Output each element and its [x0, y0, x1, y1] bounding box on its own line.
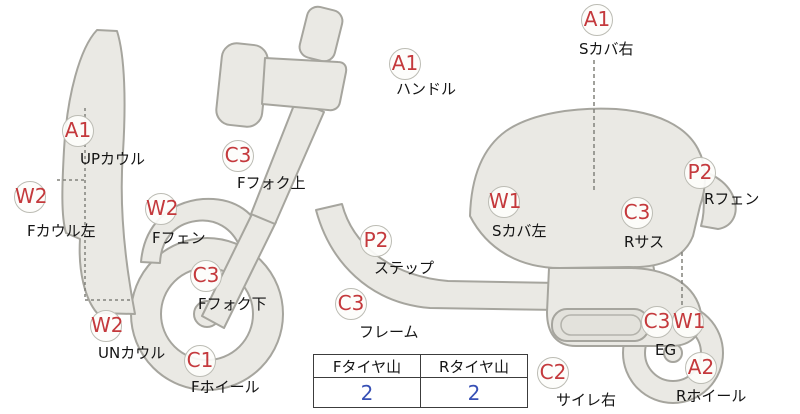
part-label-r-suspension: Rサス: [624, 233, 665, 251]
grade-badge-r-fender: P2: [684, 157, 716, 189]
part-label-under-cowl: UNカウル: [98, 344, 166, 362]
grade-badge-f-fork-upper: C3: [222, 140, 254, 172]
grade-badge-f-wheel: C1: [184, 345, 216, 377]
grade-badge-f-fork-lower: C3: [190, 260, 222, 292]
grade-badge-handlebar: A1: [389, 48, 421, 80]
part-label-r-wheel: Rホイール: [676, 387, 747, 405]
part-label-f-wheel: Fホイール: [191, 378, 260, 396]
grade-badge-engine-w1: W1: [672, 306, 706, 338]
f-tire-tread-header: Fタイヤ山: [313, 354, 421, 378]
grade-badge-silencer-right: C2: [537, 357, 569, 389]
muffler-shape: [551, 308, 650, 342]
grade-badge-up-cowl: A1: [62, 115, 94, 147]
f-tire-tread-value: 2: [313, 377, 421, 408]
front-cowl-shape: [61, 29, 136, 315]
part-label-step: ステップ: [374, 259, 435, 277]
grade-badge-frame: C3: [335, 288, 367, 320]
part-label-up-cowl: UPカウル: [80, 150, 146, 168]
part-label-frame: フレーム: [359, 323, 419, 341]
part-label-engine: EG: [655, 341, 677, 359]
part-label-f-cowl-left: Fカウル左: [27, 222, 96, 240]
grade-badge-r-wheel: A2: [685, 352, 717, 384]
grade-badge-under-cowl: W2: [90, 310, 124, 342]
grade-badge-r-suspension: C3: [621, 197, 653, 229]
grade-badge-step: P2: [360, 225, 392, 257]
part-label-f-fork-upper: Fフォク上: [237, 174, 306, 192]
r-tire-tread-value: 2: [420, 377, 528, 408]
part-label-r-fender: Rフェン: [704, 190, 760, 208]
handlebar-grip-right-shape: [298, 5, 344, 63]
tire-tread-table: Fタイヤ山 Rタイヤ山 2 2: [313, 354, 528, 408]
r-tire-tread-header: Rタイヤ山: [420, 354, 528, 378]
part-label-s-cover-right: Sカバ右: [579, 40, 634, 58]
grade-badge-f-fender: W2: [145, 193, 179, 225]
part-label-f-fender: Fフェン: [152, 229, 206, 247]
handlebar-grip-left-shape: [215, 42, 269, 128]
part-label-s-cover-left: Sカバ左: [492, 222, 547, 240]
part-label-silencer-right: サイレ右: [556, 391, 617, 409]
handlebar-center-shape: [261, 57, 348, 112]
part-label-f-fork-lower: Fフォク下: [198, 295, 267, 313]
grade-badge-s-cover-left: W1: [488, 186, 522, 218]
part-label-handlebar: ハンドル: [396, 80, 457, 98]
grade-badge-f-cowl-left: W2: [14, 181, 48, 213]
grade-badge-engine-c3: C3: [641, 306, 673, 338]
grade-badge-s-cover-right: A1: [581, 4, 613, 36]
cutline-front-cowl: [84, 108, 133, 301]
front-fork-upper-shape: [250, 99, 325, 225]
